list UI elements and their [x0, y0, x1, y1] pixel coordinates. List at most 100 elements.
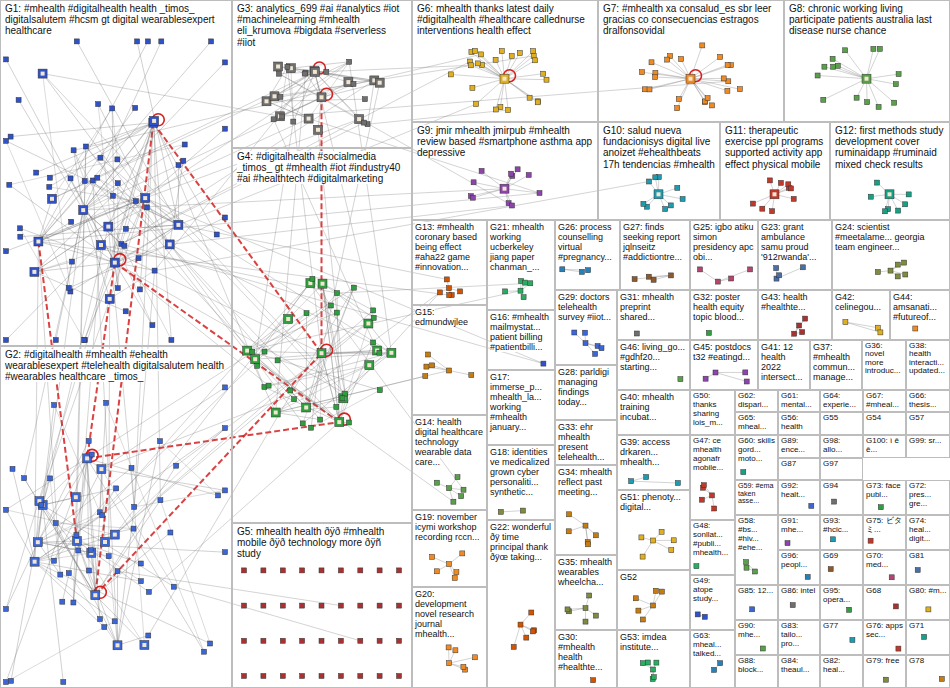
vertex: [843, 320, 848, 325]
group-label: G21: mhealth working ucberkeley jiang pa…: [490, 222, 544, 272]
vertex: [893, 82, 898, 87]
group-label: G68: [866, 586, 881, 595]
vertex-avatar: [657, 192, 661, 196]
group-label: G99: sr...: [909, 436, 941, 445]
vertex: [68, 176, 73, 181]
group-label: G40: mhealth training incubat...: [620, 392, 674, 422]
network-edge: [41, 458, 87, 504]
vertex: [599, 346, 604, 351]
vertex: [158, 439, 163, 444]
group-label: G33: ehr mhealth present telehealth...: [558, 422, 605, 462]
group-header: G44: amsanati... #futureof...: [891, 291, 949, 323]
vertex: [424, 364, 429, 369]
vertex: [632, 277, 637, 282]
vertex: [669, 548, 674, 553]
group-header: G47: ce mhealth agonafr mobile...: [691, 436, 734, 474]
network-edge: [115, 263, 339, 423]
group-label: G85: 12...: [738, 586, 773, 595]
group-box: G33: ehr mhealth present telehealth...: [555, 420, 617, 465]
vertex-avatar: [503, 187, 507, 191]
group-label: G4: #digitalhealth #socialmedia _timos_ …: [237, 151, 400, 184]
group-header: G12: first methods study development cov…: [831, 123, 949, 172]
network-edge: [43, 505, 64, 682]
group-label: G53: imdea institute...: [620, 632, 667, 652]
vertex: [651, 675, 656, 680]
vertex: [715, 279, 720, 284]
group-label: G39: access drkaren... mhealth...: [620, 437, 670, 467]
vertex: [30, 267, 39, 276]
vertex: [447, 562, 452, 567]
vertex: [915, 568, 920, 573]
network-edge: [35, 242, 39, 562]
vertex: [665, 57, 670, 62]
vertex: [896, 646, 901, 651]
group-box: G67: #mheal...: [863, 390, 906, 412]
vertex: [328, 303, 333, 308]
vertex: [7, 182, 12, 187]
network-edge: [337, 283, 530, 293]
vertex: [752, 569, 757, 574]
group-label: G61: mental...: [781, 391, 812, 409]
group-box: G74: heal... digit...: [906, 515, 950, 550]
group-label: G47: ce mhealth agonafr mobile...: [693, 436, 723, 472]
vertex: [789, 186, 794, 191]
vertex: [678, 377, 683, 382]
vertex: [309, 425, 314, 430]
vertex: [10, 466, 15, 471]
network-edge: [247, 283, 310, 351]
network-edge: [777, 267, 803, 278]
group-label: G18: identities ve medicalized grown cyb…: [490, 447, 550, 497]
group-label: G17: immerse_p... mhealth_la... working …: [490, 372, 542, 432]
vertex-avatar: [81, 208, 85, 212]
group-box: G95: opera...: [820, 585, 863, 620]
vertex: [314, 125, 323, 134]
vertex: [310, 67, 319, 76]
vertex: [165, 240, 174, 249]
vertex: [729, 276, 734, 281]
vertex: [737, 87, 742, 92]
vertex: [805, 574, 810, 579]
vertex: [644, 475, 649, 480]
group-label: G6: mhealth thanks latest daily #digital…: [417, 3, 585, 36]
group-box: G100: ì ê ê...: [863, 435, 906, 458]
vertex: [437, 290, 442, 295]
vertex: [535, 100, 540, 105]
vertex: [892, 100, 897, 105]
vertex: [335, 291, 340, 296]
network-edge: [6, 510, 35, 562]
group-label: G15: edmundwjlee: [415, 307, 468, 327]
group-header: G22: wonderful ðÿ time principal thank ð…: [488, 521, 554, 563]
vertex: [74, 39, 79, 44]
vertex: [470, 195, 475, 200]
vertex: [214, 232, 219, 237]
group-label: G32: poster health equity topic blood...: [693, 292, 744, 322]
vertex: [158, 498, 163, 503]
vertex: [629, 479, 634, 484]
group-box: G47: ce mhealth agonafr mobile...: [690, 435, 735, 520]
vertex: [66, 285, 71, 290]
vertex-avatar: [41, 72, 45, 76]
network-edge: [247, 319, 288, 351]
vertex: [276, 112, 285, 121]
vertex: [699, 497, 704, 502]
group-box: G73: face publ...: [863, 480, 906, 515]
vertex: [159, 39, 164, 44]
vertex: [82, 338, 87, 343]
group-header: G38: health interacti... updated...: [907, 341, 949, 377]
group-label: G100: ì ê ê...: [866, 436, 899, 454]
network-edge: [823, 79, 866, 100]
vertex: [455, 475, 460, 480]
network-edge: [35, 562, 211, 644]
vertex: [223, 488, 228, 493]
vertex: [493, 107, 498, 112]
vertex: [903, 202, 908, 207]
network-edge: [38, 405, 54, 542]
vertex: [53, 338, 58, 343]
vertex-avatar: [116, 643, 120, 647]
vertex: [760, 646, 765, 651]
group-label: G69: [823, 551, 838, 560]
group-label: G67: #mheal...: [866, 391, 899, 409]
group-label: G87: [781, 459, 796, 468]
group-label: G88: block...: [738, 656, 763, 674]
vertex: [242, 638, 247, 643]
